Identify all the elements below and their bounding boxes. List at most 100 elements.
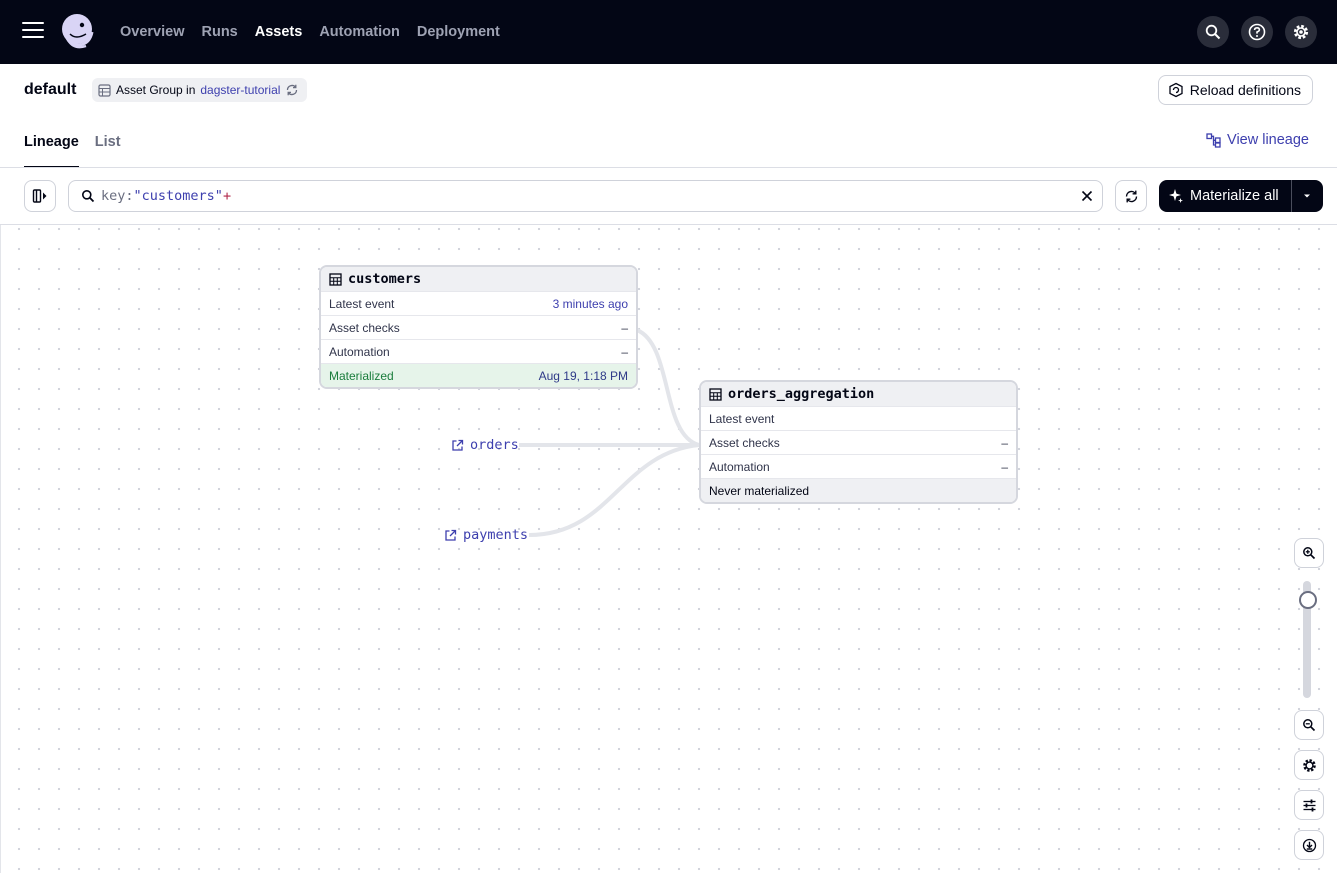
asset-selection-input[interactable]: key:"customers"+ <box>68 180 1103 212</box>
nav-assets[interactable]: Assets <box>254 24 303 40</box>
nav-icon-group <box>1197 16 1317 48</box>
asset-row-latest-event: Latest event 3 minutes ago <box>321 291 636 315</box>
help-icon[interactable] <box>1241 16 1273 48</box>
selection-query[interactable]: key:"customers"+ <box>101 188 231 204</box>
asset-row-asset-checks: Asset checks – <box>701 430 1016 454</box>
row-value: – <box>1001 435 1008 450</box>
zoom-slider-handle[interactable] <box>1299 591 1317 609</box>
external-link-icon <box>452 439 464 451</box>
asset-name: orders_aggregation <box>728 386 875 402</box>
nav-automation[interactable]: Automation <box>319 24 400 40</box>
top-nav: Overview Runs Assets Automation Deployme… <box>0 0 1337 64</box>
dagster-logo-icon[interactable] <box>58 12 98 52</box>
asset-row-latest-event: Latest event <box>701 406 1016 430</box>
materialize-all-label: Materialize all <box>1190 188 1279 204</box>
graph-settings-button[interactable] <box>1294 750 1324 780</box>
refresh-icon <box>1125 190 1137 202</box>
badge-prefix: Asset Group in <box>116 83 196 97</box>
settings-icon[interactable] <box>1285 16 1317 48</box>
zoom-in-icon <box>1303 547 1316 560</box>
external-link-icon <box>445 529 457 541</box>
view-tabs: Lineage List <box>24 116 121 168</box>
page-title: default <box>24 81 77 98</box>
clear-icon[interactable] <box>1078 187 1096 205</box>
zoom-in-button[interactable] <box>1294 538 1324 568</box>
materialize-all-button[interactable]: Materialize all <box>1159 180 1291 212</box>
status-timestamp[interactable]: Aug 19, 1:18 PM <box>538 368 628 383</box>
reload-definitions-label: Reload definitions <box>1189 82 1301 98</box>
download-graph-button[interactable] <box>1294 830 1324 860</box>
caret-down-icon <box>1304 194 1311 198</box>
asset-status-row: Materialized Aug 19, 1:18 PM <box>321 363 636 387</box>
asset-node-header: orders_aggregation <box>701 382 1016 406</box>
source-asset-name: payments <box>463 527 529 543</box>
edge-customers-to-orders-aggregation <box>636 328 700 447</box>
reload-definitions-button[interactable]: Reload definitions <box>1157 75 1313 105</box>
asset-group-badge: Asset Group in dagster-tutorial <box>92 78 308 102</box>
lineage-icon <box>1206 132 1221 148</box>
table-icon <box>709 387 722 401</box>
gear-icon <box>1302 758 1316 772</box>
repo-link[interactable]: dagster-tutorial <box>200 83 281 97</box>
row-label: Latest event <box>329 296 395 311</box>
tab-lineage[interactable]: Lineage <box>24 116 79 168</box>
view-lineage-link[interactable]: View lineage <box>1206 132 1309 148</box>
row-label: Asset checks <box>329 320 400 335</box>
query-plus: + <box>222 188 232 204</box>
search-icon <box>82 190 95 203</box>
asset-row-automation: Automation – <box>321 339 636 363</box>
reload-repo-icon[interactable] <box>285 83 299 97</box>
row-value: – <box>621 344 628 359</box>
graph-filters-button[interactable] <box>1294 790 1324 820</box>
sparkle-icon <box>1169 189 1183 203</box>
query-value: "customers" <box>133 188 223 204</box>
row-label: Automation <box>329 344 390 359</box>
lineage-canvas[interactable]: customers Latest event 3 minutes ago Asse… <box>0 225 1337 873</box>
menu-icon[interactable] <box>22 22 44 42</box>
source-asset-orders[interactable]: orders <box>451 437 519 453</box>
asset-node-customers[interactable]: customers Latest event 3 minutes ago Asse… <box>319 265 638 389</box>
view-lineage-label: View lineage <box>1227 132 1309 148</box>
row-label: Asset checks <box>709 435 780 450</box>
table-icon <box>329 272 342 286</box>
nav-runs[interactable]: Runs <box>201 24 238 40</box>
source-asset-name: orders <box>470 437 519 453</box>
asset-node-header: customers <box>321 267 636 291</box>
row-value: – <box>621 320 628 335</box>
sidebar-toggle-icon <box>32 189 47 203</box>
sliders-icon <box>1303 799 1315 811</box>
materialize-group: Materialize all <box>1159 180 1323 212</box>
latest-event-link[interactable]: 3 minutes ago <box>552 296 628 311</box>
row-label: Automation <box>709 459 770 474</box>
row-label: Latest event <box>709 411 775 426</box>
download-icon <box>1302 838 1316 852</box>
nav-deployment[interactable]: Deployment <box>416 24 500 40</box>
nav-overview[interactable]: Overview <box>120 24 185 40</box>
asset-row-automation: Automation – <box>701 454 1016 478</box>
row-value: – <box>1001 459 1008 474</box>
source-asset-payments[interactable]: payments <box>444 527 528 543</box>
zoom-out-icon <box>1303 719 1316 732</box>
refresh-button[interactable] <box>1115 180 1147 212</box>
asset-node-orders-aggregation[interactable]: orders_aggregation Latest event Asset ch… <box>699 380 1018 504</box>
tab-list[interactable]: List <box>94 134 121 150</box>
reload-definitions-icon <box>1169 82 1183 98</box>
lineage-edges <box>519 328 700 537</box>
materialize-options-button[interactable] <box>1290 180 1323 212</box>
zoom-out-button[interactable] <box>1294 710 1324 740</box>
search-icon[interactable] <box>1197 16 1229 48</box>
status-label: Never materialized <box>709 483 810 498</box>
zoom-slider-track[interactable] <box>1303 581 1311 698</box>
query-key: key <box>101 188 126 204</box>
status-label: Materialized <box>329 368 394 383</box>
edge-payments-to-orders-aggregation <box>528 443 700 537</box>
sidebar-toggle-button[interactable] <box>24 180 56 212</box>
asset-group-icon <box>98 83 111 97</box>
tabs-divider <box>0 167 1337 168</box>
asset-name: customers <box>348 271 422 287</box>
primary-nav: Overview Runs Assets Automation Deployme… <box>120 0 500 64</box>
asset-status-row: Never materialized <box>701 478 1016 502</box>
page-header: default Asset Group in dagster-tutorial … <box>0 64 1337 116</box>
graph-toolbar: key:"customers"+ Materialize all <box>0 168 1337 225</box>
asset-row-asset-checks: Asset checks – <box>321 315 636 339</box>
